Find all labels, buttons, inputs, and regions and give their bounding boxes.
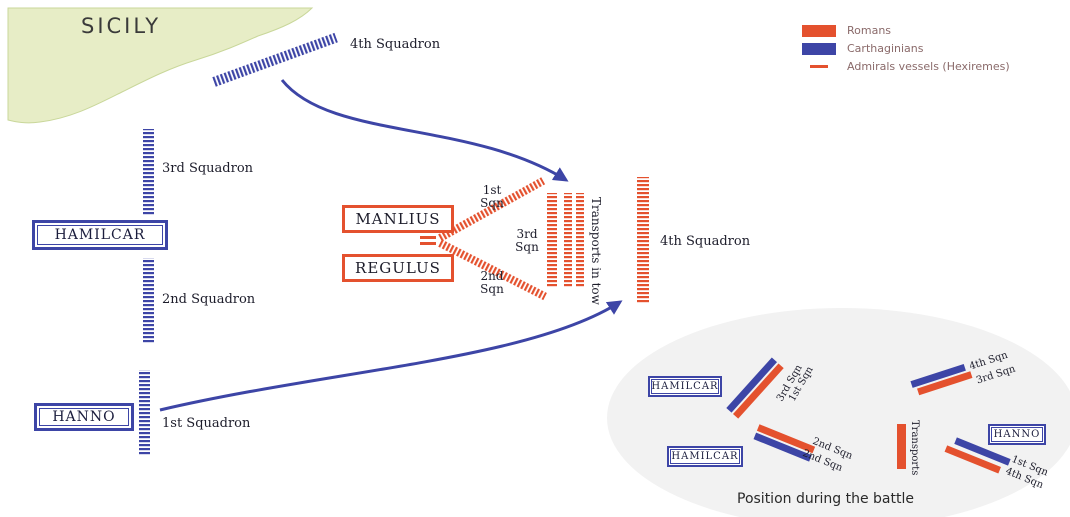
carthaginian-1st-squadron-label: 1st Squadron	[162, 416, 251, 431]
roman-4th-squadron	[637, 177, 649, 304]
roman-transports-1	[564, 193, 572, 288]
roman-admiral-vessel-1	[420, 236, 436, 239]
inset-left-upper-bars	[726, 357, 784, 419]
sicily-coast	[7, 7, 314, 124]
carthaginian-2nd-squadron-label: 2nd Squadron	[162, 292, 256, 307]
regulus-command-box: REGULUS	[342, 254, 454, 282]
hanno-command-box: HANNO	[34, 403, 134, 431]
roman-3rd-squadron	[547, 193, 557, 288]
inset-right-lower-bars	[944, 437, 1011, 474]
roman-1st-sqn-label: 1st Sqn	[480, 183, 504, 210]
manlius-command-box: MANLIUS	[342, 205, 454, 233]
carthaginian-4th-squadron	[212, 32, 338, 87]
inset-transports-label: Transports	[909, 420, 920, 476]
arrow-1st-squadron	[159, 300, 623, 412]
inset-top-right-bars	[910, 363, 973, 396]
roman-transports-2	[576, 193, 584, 288]
inset-hamilcar-top-box: HAMILCAR	[648, 376, 722, 397]
inset-hamilcar-bottom-box: HAMILCAR	[667, 446, 743, 467]
carthaginian-3rd-squadron	[143, 129, 154, 216]
carthaginian-4th-squadron-label: 4th Squadron	[350, 37, 441, 52]
legend-carthaginians: Carthaginians	[847, 42, 924, 55]
inset-hanno-box: HANNO	[988, 424, 1046, 445]
legend-romans: Romans	[847, 24, 892, 37]
inset-transports-bar	[897, 424, 906, 469]
roman-2nd-squadron	[438, 239, 547, 301]
carthaginian-1st-squadron	[139, 370, 150, 455]
carthaginian-2nd-squadron	[143, 258, 154, 343]
arrow-4th-squadron	[280, 79, 569, 182]
transports-in-tow-label: Transports in tow	[589, 197, 603, 305]
roman-4th-squadron-label: 4th Squadron	[660, 234, 751, 249]
sicily-label: SICILY	[81, 14, 162, 38]
roman-3rd-sqn-label: 3rd Sqn	[515, 227, 539, 254]
legend-admirals: Admirals vessels (Hexiremes)	[847, 60, 1010, 73]
roman-2nd-sqn-label: 2nd Sqn	[480, 269, 504, 296]
roman-1st-squadron	[438, 177, 546, 242]
inset-circle	[607, 308, 1070, 517]
legend-swatch-romans	[802, 25, 836, 37]
roman-admiral-vessel-2	[420, 242, 436, 245]
inset-left-lower-bars	[753, 424, 816, 462]
legend-swatch-admirals	[810, 65, 828, 68]
carthaginian-3rd-squadron-label: 3rd Squadron	[162, 161, 254, 176]
hamilcar-command-box: HAMILCAR	[32, 220, 168, 250]
inset-caption: Position during the battle	[737, 491, 914, 507]
legend-swatch-carthaginians	[802, 43, 836, 55]
